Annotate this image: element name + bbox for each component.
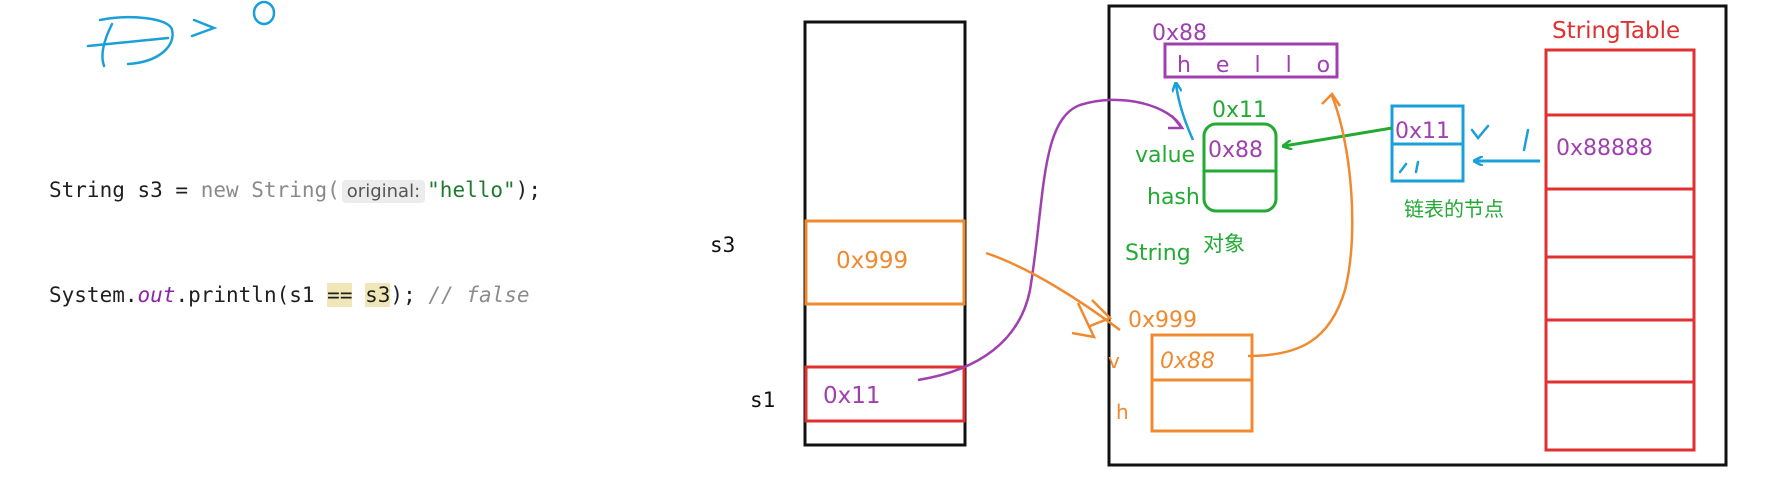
new-obj-addr: 0x999 (1128, 308, 1197, 333)
entry-scribble-icon (1522, 128, 1530, 152)
string-table-entry: 0x88888 (1556, 136, 1653, 161)
code-new-keyword: new String( (200, 178, 340, 202)
arrow-new-value-to-chars (1247, 95, 1354, 358)
code-prefix: System. (49, 283, 138, 307)
code-field-out: out (137, 283, 176, 307)
stack-slot-s1 (804, 365, 966, 423)
code-equals-op: == (327, 283, 353, 307)
new-obj-box (1150, 333, 1254, 433)
new-obj-value-handwritten: 0x88 (1160, 349, 1215, 374)
stack-s3-value: 0x999 (836, 248, 908, 274)
code-end: ); (515, 178, 541, 202)
char-array-box (1163, 42, 1339, 79)
stack-label-s3: s3 (710, 233, 735, 257)
code-arg-s3: s3 (365, 283, 391, 307)
hash-label: hash (1147, 185, 1200, 210)
string-obj-box (1202, 122, 1278, 213)
node-scribble-icon (1398, 124, 1490, 174)
stack-label-s1: s1 (750, 388, 775, 412)
param-hint: original: (341, 180, 426, 203)
stack-frame (803, 20, 967, 447)
code-string-literal: "hello" (427, 178, 516, 202)
v-label: v (1108, 349, 1120, 373)
arrow-s3-head-a (1071, 302, 1097, 339)
code-line-println: System.out.println(s1 == s3); // false (49, 283, 530, 307)
char-array-addr: 0x88 (1152, 21, 1207, 46)
arrow-node-to-string-obj (1284, 126, 1393, 146)
string-label: String (1125, 241, 1191, 266)
value-label: value (1135, 143, 1195, 168)
arrow-new-value-head (1321, 92, 1342, 107)
char-array-chars: h e l l o (1177, 53, 1339, 78)
h-label: h (1116, 400, 1129, 424)
arrow-s1-head (1168, 115, 1185, 130)
arrow-string-value-to-chars (1176, 84, 1195, 141)
string-obj-value-field: 0x88 (1208, 138, 1263, 163)
code-comment: // false (428, 283, 530, 307)
code-call: .println(s1 (175, 283, 328, 307)
scribble-icon (86, 0, 276, 68)
node-label: 链表的节点 (1404, 197, 1504, 221)
stack-slot-s3 (804, 219, 966, 306)
stack-s1-value: 0x11 (823, 383, 881, 409)
arrow-s3-to-new-obj (985, 251, 1121, 332)
arrow-s3-head-b (1089, 299, 1113, 328)
heap-frame (1107, 4, 1728, 467)
code-line-new-string: String s3 = new String(original:"hello")… (49, 178, 541, 203)
arrow-s1-to-string-obj (917, 98, 1184, 382)
string-obj-addr: 0x11 (1212, 98, 1267, 123)
code-decl: String s3 = (49, 178, 201, 202)
object-label: 对象 (1203, 232, 1245, 256)
string-table-title: StringTable (1552, 18, 1680, 44)
string-table-box (1544, 48, 1696, 452)
code-close: ); (390, 283, 416, 307)
node-addr: 0x11 (1395, 119, 1450, 144)
